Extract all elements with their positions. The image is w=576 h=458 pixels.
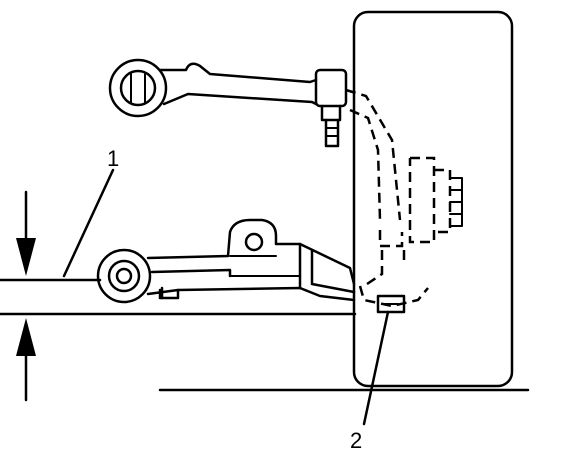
reference-lines <box>0 278 357 316</box>
steering-knuckle-hidden <box>345 88 452 308</box>
upper-control-arm <box>108 58 348 148</box>
callout-1: 1 <box>107 146 119 171</box>
lower-ball-joint <box>376 294 406 314</box>
arrow-up-icon <box>16 318 36 356</box>
callout-leader-lines <box>62 168 390 426</box>
arrow-down-icon <box>16 238 36 276</box>
hub-studs <box>449 177 463 227</box>
wheel-tire <box>352 10 514 388</box>
lower-control-arm <box>96 218 356 304</box>
height-measurement-arrows <box>16 190 36 402</box>
callout-2: 2 <box>350 428 362 453</box>
